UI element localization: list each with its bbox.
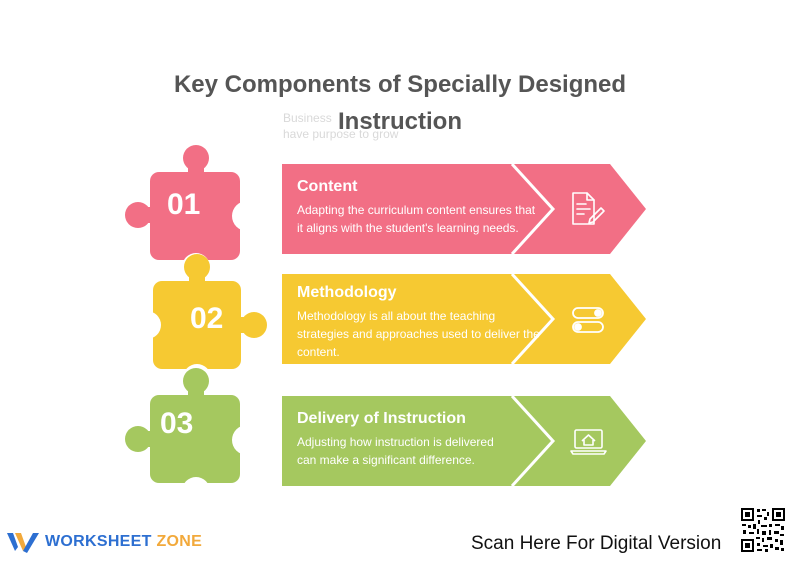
ghost-text-line: have purpose to grow	[283, 127, 399, 141]
card-content: Content Adapting the curriculum content …	[297, 177, 542, 237]
puzzle-piece-02	[133, 254, 267, 392]
ghost-text: Business have purpose to grow	[283, 110, 398, 142]
item-number-02: 02	[190, 302, 224, 335]
worksheet-zone-logo[interactable]: WORKSHEET ZONE	[7, 531, 202, 553]
card-description: Adapting the curriculum content ensures …	[297, 203, 536, 235]
item-number-01: 01	[167, 188, 201, 221]
card-methodology: Methodology Methodology is all about the…	[297, 283, 542, 361]
document-pencil-icon	[572, 192, 605, 225]
card-description: Adjusting how instruction is delivered c…	[297, 435, 494, 467]
card-title: Methodology	[297, 284, 397, 301]
toggle-switches-icon	[572, 307, 604, 333]
banner-01	[282, 162, 646, 256]
ghost-text-line: Business	[283, 111, 332, 125]
puzzle-piece-01	[125, 145, 262, 281]
card-description: Methodology is all about the teaching st…	[297, 309, 540, 359]
logo-word-worksheet: WORKSHEET	[45, 533, 152, 550]
logo-word-zone: ZONE	[156, 533, 203, 550]
puzzle-piece-03	[125, 368, 262, 505]
card-title: Content	[297, 178, 358, 195]
card-title: Delivery of Instruction	[297, 410, 466, 427]
item-number-03: 03	[160, 407, 194, 440]
laptop-home-icon	[570, 429, 607, 455]
logo-mark-icon	[7, 533, 39, 553]
banner-02	[282, 272, 646, 366]
logo-text: WORKSHEET ZONE	[45, 533, 202, 551]
banner-03	[282, 394, 646, 488]
card-delivery: Delivery of Instruction Adjusting how in…	[297, 409, 497, 469]
scan-label: Scan Here For Digital Version	[471, 533, 722, 554]
qr-code-icon[interactable]	[740, 507, 786, 553]
page-title: Key Components of Specially Designed Ins…	[173, 71, 627, 135]
